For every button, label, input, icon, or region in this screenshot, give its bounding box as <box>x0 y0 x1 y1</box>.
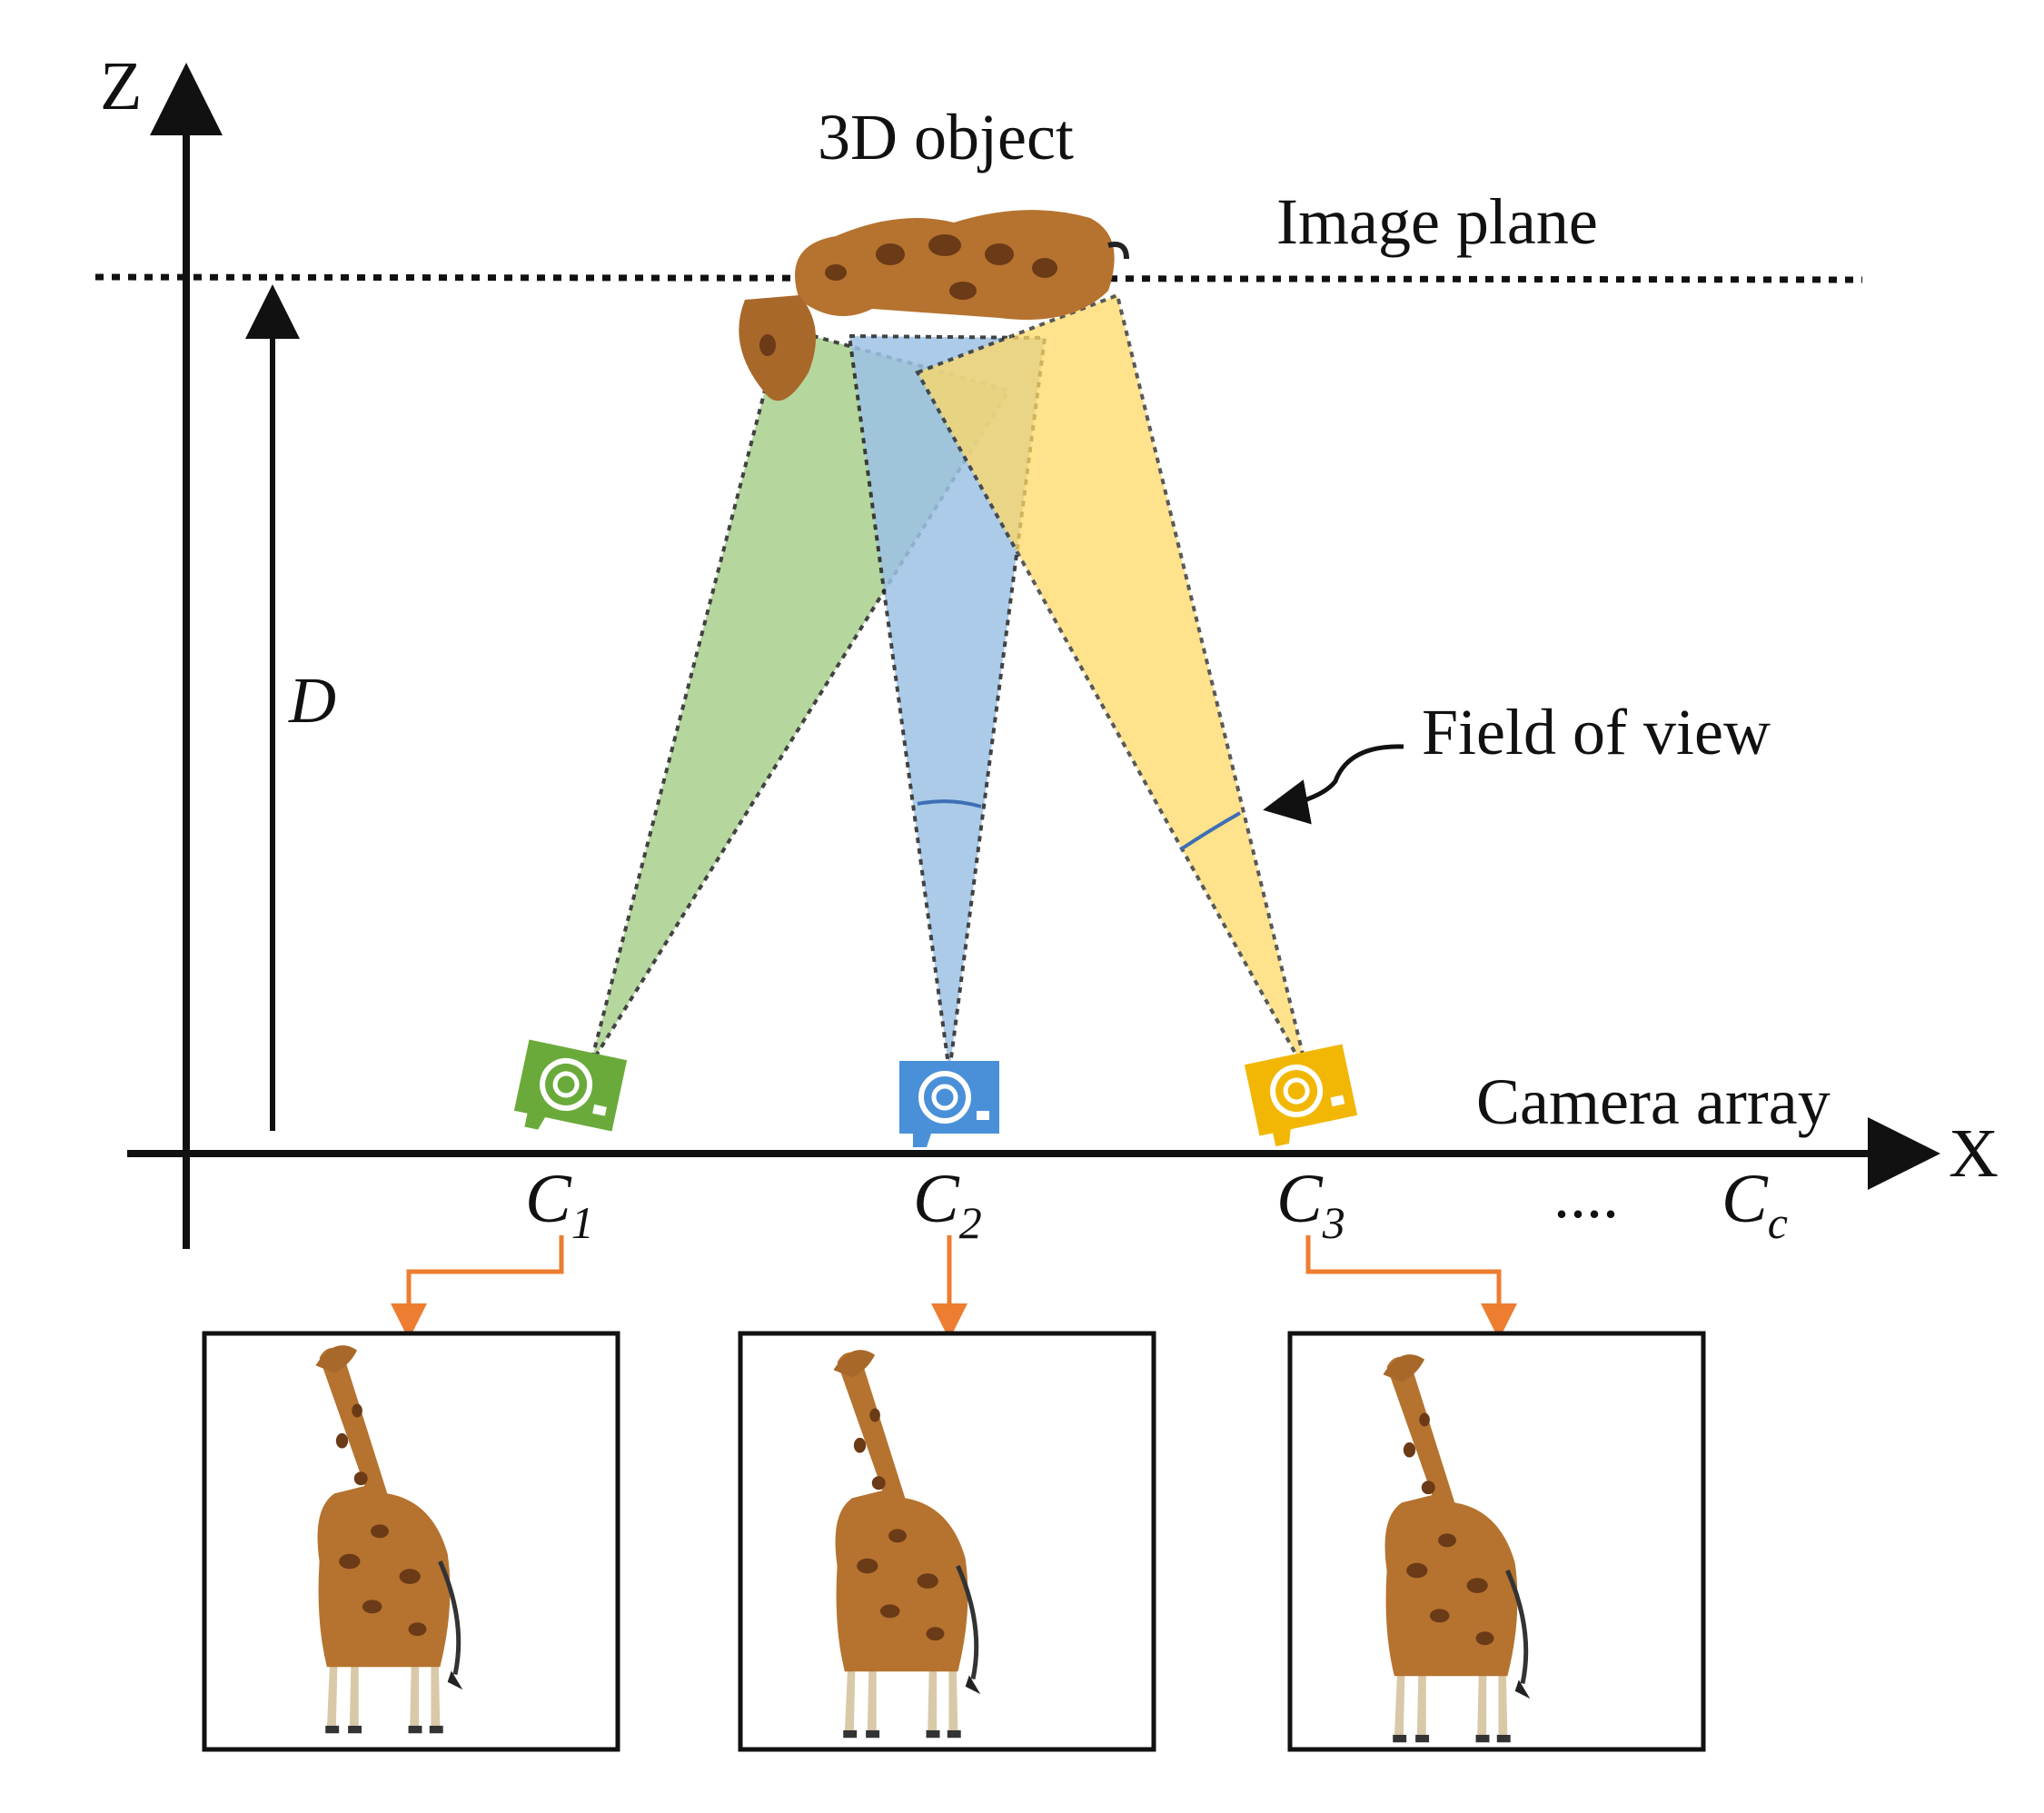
image-plane-label: Image plane <box>1276 185 1598 258</box>
camera-label-sub: c <box>1768 1197 1788 1248</box>
view-frame-c2 <box>738 1331 1156 1752</box>
view-arrow-c3 <box>1305 1235 1517 1340</box>
camera-label-base: C <box>913 1161 960 1237</box>
camera-label-sub: 2 <box>959 1197 982 1248</box>
fov-label: Field of view <box>1422 696 1771 768</box>
camera-label-c1: C1 <box>525 1161 594 1248</box>
fov-c3 <box>915 292 1310 1077</box>
camera-label-c2: C2 <box>913 1161 982 1248</box>
camera-label-base: C <box>1276 1161 1324 1237</box>
camera-label-c3: C3 <box>1276 1161 1345 1248</box>
x-axis-label: X <box>1949 1115 1999 1192</box>
camera-icon <box>1244 1044 1358 1147</box>
ellipsis: .... <box>1553 1159 1619 1232</box>
view-arrow-c1 <box>391 1235 564 1340</box>
giraffe-icon <box>739 210 1129 401</box>
z-axis-label: Z <box>100 48 142 124</box>
camera-label-sub: 3 <box>1322 1197 1345 1248</box>
camera-label-sub: 1 <box>571 1197 594 1248</box>
camera-array-label: Camera array <box>1476 1065 1831 1138</box>
fov-c2 <box>847 333 1047 1073</box>
fov-arc-c3 <box>1179 811 1241 851</box>
camera-icon <box>899 1061 999 1147</box>
fov-arc-c2 <box>917 799 982 808</box>
camera-label-cc: Cc <box>1722 1161 1788 1248</box>
distance-label: D <box>288 664 336 737</box>
fov-pointer <box>1263 744 1404 825</box>
camera-icon <box>513 1039 628 1132</box>
camera-label-base: C <box>525 1161 572 1237</box>
camera-label-base: C <box>1722 1161 1769 1237</box>
object-label: 3D object <box>818 101 1074 173</box>
